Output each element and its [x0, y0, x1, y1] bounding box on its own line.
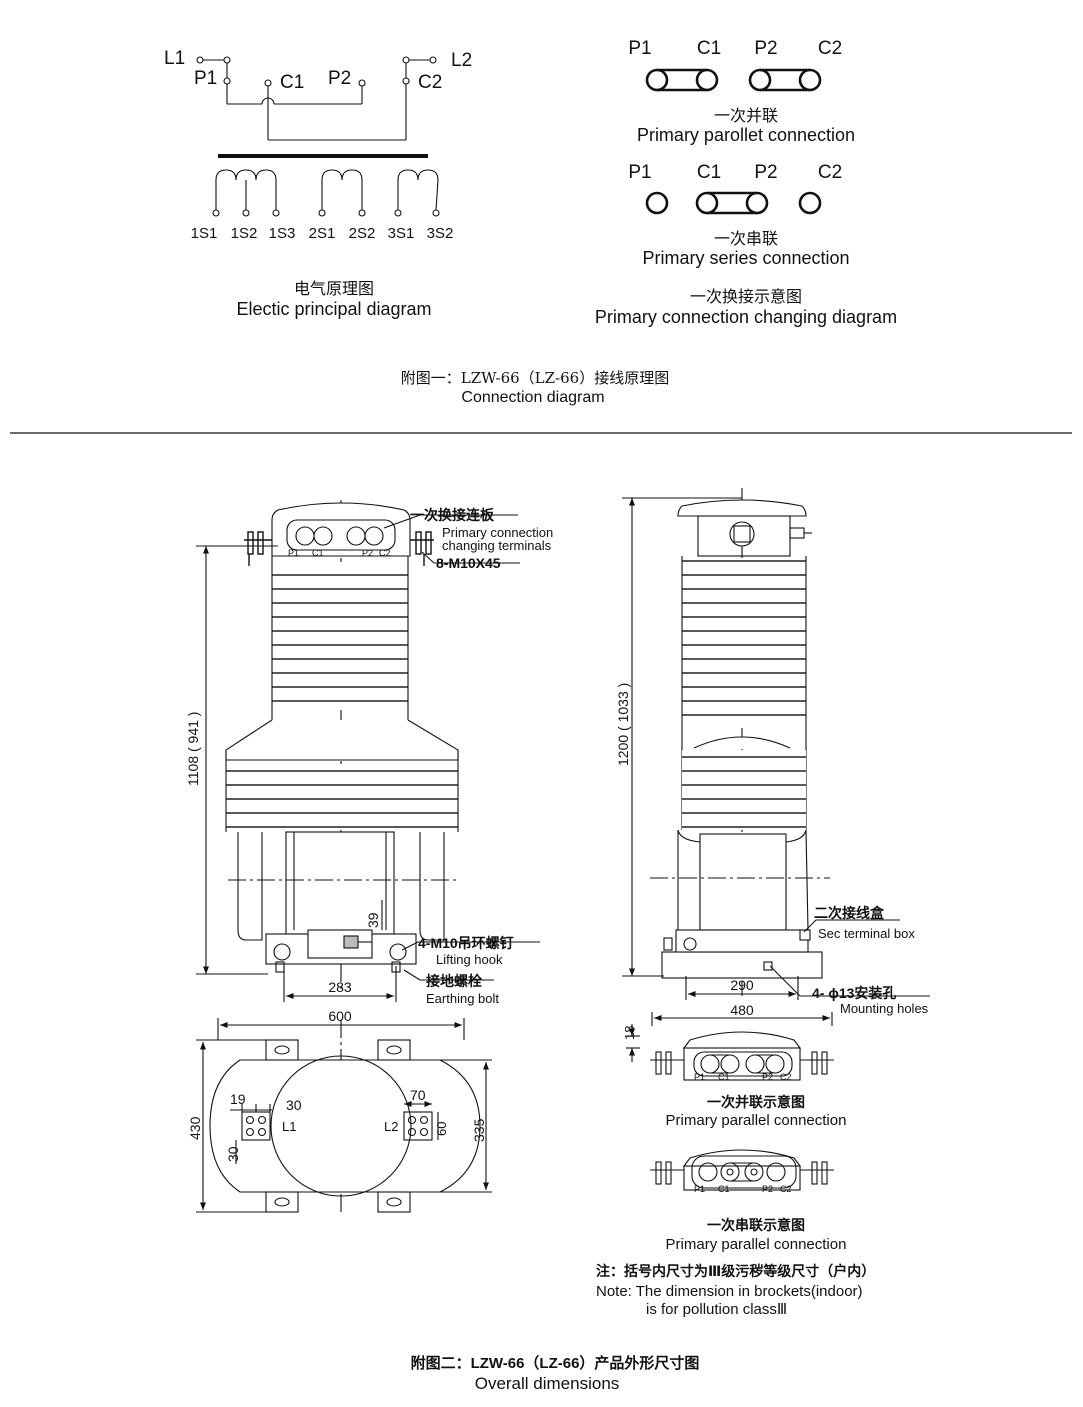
- label-p2: P2: [328, 68, 351, 89]
- electric-caption-zh: 电气原理图: [294, 279, 374, 298]
- dim-480: 480: [730, 1002, 754, 1018]
- dim-18: 18: [622, 1026, 637, 1040]
- changing-caption-en: Primary connection changing diagram: [595, 307, 897, 327]
- left-head-term-c2: C2: [379, 548, 391, 558]
- sec-label-1s2: 1S2: [231, 225, 258, 242]
- plan-view: [196, 1018, 492, 1216]
- head-series-caption-zh: 一次串联示意图: [707, 1217, 805, 1233]
- label-p1: P1: [194, 68, 217, 89]
- callout-sec-box-en: Sec terminal box: [818, 926, 915, 941]
- electric-principal-diagram: L1 L2 P1 C1 P2 C2: [164, 48, 472, 217]
- callout-sec-box-zh: 二次接线盒: [814, 905, 885, 921]
- ser-term-c2: C2: [818, 162, 842, 183]
- dim-30-b: 30: [225, 1146, 241, 1162]
- sec-label-1s3: 1S3: [269, 225, 296, 242]
- sec-label-1s1: 1S1: [191, 225, 218, 242]
- head-series-caption-en: Primary parallel connection: [666, 1236, 847, 1253]
- head-parallel-caption-zh: 一次并联示意图: [707, 1094, 805, 1110]
- head-detail-labels: 480 18 P1 C1 P2 C2 P1 C1 P2 C2 一次并联示意图 P…: [622, 1002, 846, 1253]
- callout-lifting-hook-zh: 4-M10吊环螺钉: [418, 935, 514, 951]
- electric-caption-en: Electic principal diagram: [236, 299, 431, 319]
- label-l1: L1: [164, 48, 185, 69]
- dim-60: 60: [434, 1122, 449, 1136]
- dim-39: 39: [365, 912, 381, 928]
- side-view-right-labels: 1200 ( 1033 ) 290 二次接线盒 Sec terminal box…: [615, 683, 929, 1016]
- note-zh: 注：括号内尺寸为Ⅲ级污秽等级尺寸（户内）: [596, 1263, 875, 1279]
- par-term-p2: P2: [754, 38, 777, 59]
- figure1-title-zh: 附图一：LZW-66（LZ-66）接线原理图: [401, 369, 669, 387]
- dim-283: 283: [328, 979, 352, 995]
- callout-changing-en1: Primary connection: [442, 525, 553, 540]
- secondary-labels: 1S1 1S2 1S3 2S1 2S2 3S1 3S2: [191, 225, 454, 242]
- series-caption-zh: 一次串联: [714, 229, 778, 248]
- ser-head-term-c1: C1: [718, 1184, 730, 1194]
- callout-earthing-en: Earthing bolt: [426, 991, 499, 1006]
- plan-view-labels: 600 430 335 19 30 30 70 60 L1 L2: [187, 1008, 487, 1162]
- ser-head-term-p2: P2: [762, 1184, 773, 1194]
- ser-term-c1: C1: [697, 162, 721, 183]
- dim-right-height: 1200 ( 1033 ): [615, 683, 631, 766]
- sec-label-3s1: 3S1: [388, 225, 415, 242]
- par-term-c2: C2: [818, 38, 842, 59]
- side-view-left-labels: P1 C1 P2 C2 一次换接连板 Primary connection ch…: [185, 507, 553, 1006]
- changing-caption-zh: 一次换接示意图: [690, 287, 802, 306]
- dim-600: 600: [328, 1008, 352, 1024]
- dim-left-height: 1108 ( 941 ): [185, 712, 201, 786]
- figure1-title-en: Connection diagram: [461, 389, 604, 406]
- dim-335: 335: [471, 1118, 487, 1142]
- par-head-term-c1: C1: [718, 1072, 730, 1082]
- head-parallel-caption-en: Primary parallel connection: [666, 1112, 847, 1129]
- callout-mount-en: Mounting holes: [840, 1001, 929, 1016]
- ser-term-p2: P2: [754, 162, 777, 183]
- callout-mount-zh: 4- ϕ13安装孔: [812, 985, 896, 1001]
- plan-terminal-l2: L2: [384, 1119, 398, 1134]
- label-c1: C1: [280, 72, 304, 93]
- par-term-p1: P1: [628, 38, 651, 59]
- plan-terminal-l1: L1: [282, 1119, 296, 1134]
- left-head-term-p2: P2: [362, 548, 373, 558]
- label-l2: L2: [451, 50, 472, 71]
- series-caption-en: Primary series connection: [642, 248, 849, 268]
- callout-bolts: 8-M10X45: [436, 555, 501, 571]
- side-view-left: [196, 500, 540, 1002]
- par-head-term-p2: P2: [762, 1072, 773, 1082]
- dim-70: 70: [410, 1087, 426, 1103]
- note-en-line2: is for pollution classⅢ: [646, 1301, 787, 1318]
- callout-changing-en2: changing terminals: [442, 538, 552, 553]
- callout-changing-zh: 一次换接连板: [410, 507, 495, 523]
- label-c2: C2: [418, 72, 442, 93]
- sec-label-3s2: 3S2: [427, 225, 454, 242]
- dim-430: 430: [187, 1116, 203, 1140]
- note-en-line1: Note: The dimension in brockets(indoor): [596, 1283, 863, 1300]
- dim-290: 290: [730, 977, 754, 993]
- parallel-caption-zh: 一次并联: [714, 106, 778, 125]
- left-head-term-c1: C1: [312, 548, 324, 558]
- par-head-term-p1: P1: [694, 1072, 705, 1082]
- parallel-caption-en: Primary parollet connection: [637, 125, 855, 145]
- ser-head-term-p1: P1: [694, 1184, 705, 1194]
- par-term-c1: C1: [697, 38, 721, 59]
- par-head-term-c2: C2: [780, 1072, 792, 1082]
- head-detail-series: [650, 1149, 834, 1191]
- left-head-term-p1: P1: [288, 548, 299, 558]
- primary-connection-changing-diagram: P1 C1 P2 C2 一次并联 Primary parollet connec…: [595, 38, 897, 327]
- side-view-right: [622, 488, 930, 1000]
- dim-30-a: 30: [286, 1097, 302, 1113]
- ser-head-term-c2: C2: [780, 1184, 792, 1194]
- dim-19: 19: [230, 1091, 246, 1107]
- head-detail-parallel: [626, 1012, 834, 1081]
- figure2-title-zh: 附图二：LZW-66（LZ-66）产品外形尺寸图: [411, 1354, 700, 1372]
- figure2-title-en: Overall dimensions: [475, 1374, 620, 1393]
- sec-label-2s1: 2S1: [309, 225, 336, 242]
- ser-term-p1: P1: [628, 162, 651, 183]
- callout-earthing-zh: 接地螺栓: [426, 973, 482, 989]
- sec-label-2s2: 2S2: [349, 225, 376, 242]
- callout-lifting-hook-en: Lifting hook: [436, 952, 503, 967]
